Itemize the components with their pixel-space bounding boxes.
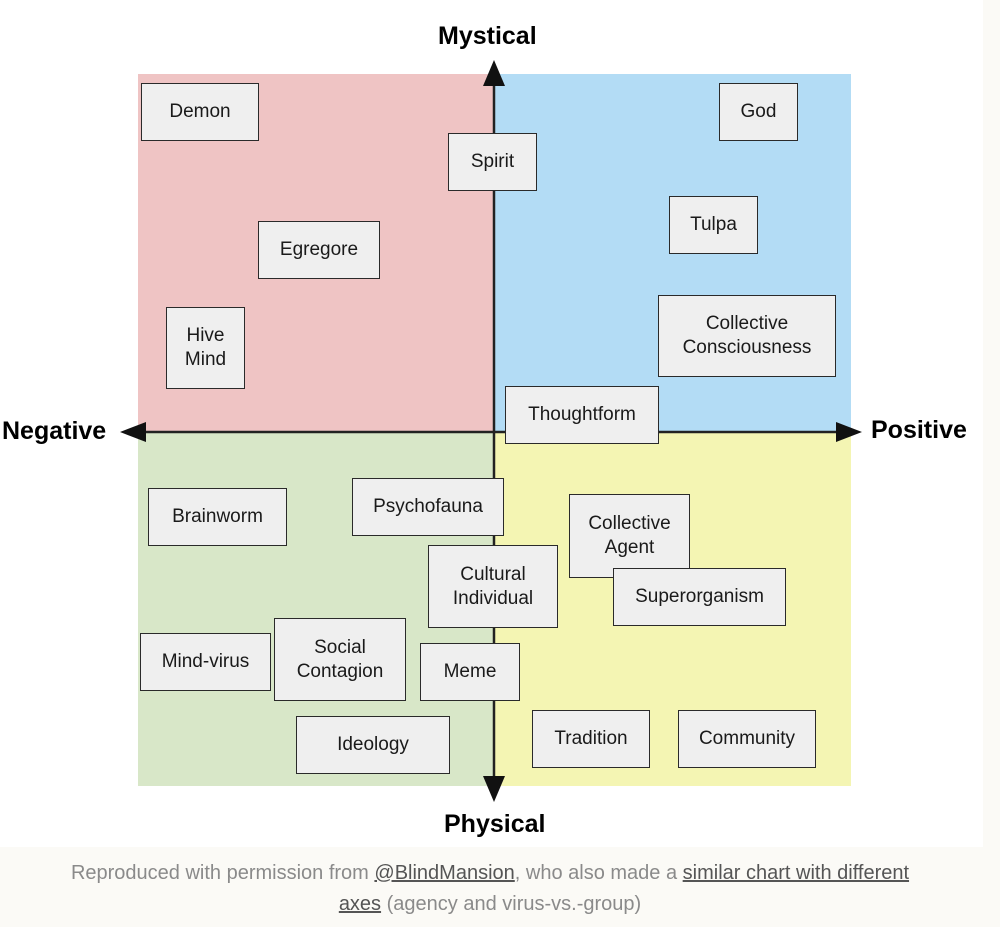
card-social-contagion: Social Contagion xyxy=(274,618,406,701)
axis-label-bottom: Physical xyxy=(444,810,546,838)
arrow-down-icon xyxy=(483,776,505,802)
card-tradition: Tradition xyxy=(532,710,650,768)
card-collective-consciousness: Collective Consciousness xyxy=(658,295,836,377)
card-demon: Demon xyxy=(141,83,259,141)
caption-text-before: Reproduced with permission from xyxy=(70,862,375,884)
arrow-up-icon xyxy=(483,60,505,86)
card-cultural-individual: Cultural Individual xyxy=(428,545,558,628)
card-hive-mind: Hive Mind xyxy=(166,307,245,389)
card-superorganism: Superorganism xyxy=(613,568,786,626)
card-thoughtform: Thoughtform xyxy=(505,386,659,444)
card-mind-virus: Mind-virus xyxy=(140,633,271,691)
arrow-left-icon xyxy=(120,422,146,442)
axis-label-left: Negative xyxy=(2,417,107,445)
similar-chart-link[interactable]: similar chart with different axes xyxy=(338,862,910,915)
card-collective-agent: Collective Agent xyxy=(569,494,690,578)
axis-label-top: Mystical xyxy=(438,22,537,50)
card-god: God xyxy=(719,83,798,141)
caption-text-middle: , who also made a xyxy=(514,862,683,884)
axis-label-right: Positive xyxy=(871,416,967,444)
card-tulpa: Tulpa xyxy=(669,196,758,254)
card-brainworm: Brainworm xyxy=(148,488,287,546)
caption-text-after: (agency and virus-vs.-group) xyxy=(381,893,642,915)
author-link[interactable]: @BlindMansion xyxy=(374,862,515,884)
quadrant-chart-figure: Mystical Physical Negative Positive Demo… xyxy=(2,22,967,838)
card-egregore: Egregore xyxy=(258,221,380,279)
card-meme: Meme xyxy=(420,643,520,701)
card-spirit: Spirit xyxy=(448,133,537,191)
card-psychofauna: Psychofauna xyxy=(352,478,504,536)
card-community: Community xyxy=(678,710,816,768)
arrow-right-icon xyxy=(836,422,862,442)
card-ideology: Ideology xyxy=(296,716,450,774)
figure-caption: Reproduced with permission from @BlindMa… xyxy=(60,858,920,920)
